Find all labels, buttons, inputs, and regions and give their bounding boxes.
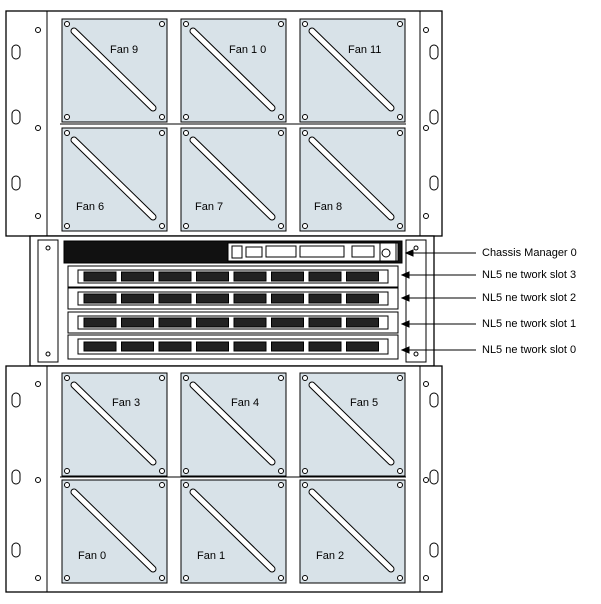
fan-lower-3: Fan 0 (61, 479, 168, 584)
network-port-connector (196, 317, 229, 328)
fan-grill-slot (308, 27, 395, 112)
network-slot-1-module (67, 311, 399, 334)
callout-network-slot-0: NL5 ne twork slot 0 (482, 344, 577, 356)
network-port-connector (196, 341, 229, 352)
fan-label: Fan 1 (197, 550, 225, 562)
network-port-connector (308, 271, 342, 282)
fan-label: Fan 4 (231, 397, 259, 409)
fan-lower-5: Fan 2 (299, 479, 406, 584)
network-port-connector (233, 271, 267, 282)
network-port-connector (121, 341, 154, 352)
network-port-connector (158, 341, 192, 352)
fan-grill-slot (308, 488, 395, 573)
fan-upper-1: Fan 1 0 (180, 18, 287, 123)
card-cage (29, 235, 435, 367)
network-port-connector (121, 293, 154, 304)
network-slot-3-module (67, 265, 399, 288)
fan-upper-0: Fan 9 (61, 18, 168, 123)
fan-grill-slot (189, 27, 276, 112)
fan-grill-slot (308, 136, 395, 221)
network-port-connector (158, 317, 192, 328)
fan-label: Fan 2 (316, 550, 344, 562)
network-port-connector (308, 341, 342, 352)
fan-lower-4: Fan 1 (180, 479, 287, 584)
network-port-connector (346, 317, 379, 328)
network-port-connector (308, 293, 342, 304)
network-port-connector (346, 271, 379, 282)
fan-label: Fan 8 (314, 201, 342, 213)
callout-network-slot-3: NL5 ne twork slot 3 (482, 269, 577, 281)
fan-grill-slot (70, 27, 157, 112)
network-port-connector (271, 341, 304, 352)
network-port-connector (83, 341, 117, 352)
fan-lower-0: Fan 3 (61, 372, 168, 477)
network-port-connector (271, 271, 304, 282)
network-port-connector (121, 317, 154, 328)
fan-label: Fan 1 0 (229, 44, 266, 56)
network-port-connector (346, 341, 379, 352)
callout-arrows (400, 249, 476, 354)
network-port-connector (271, 293, 304, 304)
network-port-connector (346, 293, 379, 304)
network-slot-2-module (67, 287, 399, 310)
network-port-connector (271, 317, 304, 328)
network-port-connector (158, 293, 192, 304)
fan-grill-slot (189, 381, 276, 466)
lower-fan-grid: Fan 3 Fan 4 Fan 5 Fan 0 Fan 1 Fan 2 (61, 372, 406, 584)
fan-grill-slot (70, 381, 157, 466)
callout-network-slot-1: NL5 ne twork slot 1 (482, 318, 577, 330)
fan-label: Fan 0 (78, 550, 106, 562)
network-port-connector (233, 293, 267, 304)
chassis-manager-module (63, 240, 403, 264)
network-port-connector (308, 317, 342, 328)
network-port-connector (158, 271, 192, 282)
network-port-connector (83, 317, 117, 328)
network-port-connector (83, 293, 117, 304)
fan-grill-slot (189, 136, 276, 221)
fan-upper-2: Fan 11 (299, 18, 406, 123)
fan-label: Fan 5 (350, 397, 378, 409)
fan-label: Fan 11 (348, 44, 381, 56)
fan-upper-4: Fan 7 (180, 127, 287, 232)
network-port-connector (233, 341, 267, 352)
callout-network-slot-2: NL5 ne twork slot 2 (482, 292, 577, 304)
network-port-connector (233, 317, 267, 328)
callout-chassis-manager-0: Chassis Manager 0 (482, 247, 577, 259)
fan-grill-slot (308, 381, 395, 466)
fan-label: Fan 9 (110, 44, 138, 56)
fan-label: Fan 6 (76, 201, 104, 213)
fan-label: Fan 3 (112, 397, 140, 409)
network-port-connector (196, 271, 229, 282)
network-port-connector (83, 271, 117, 282)
network-port-connector (196, 293, 229, 304)
network-port-connector (121, 271, 154, 282)
fan-label: Fan 7 (195, 201, 223, 213)
fan-grill-slot (70, 488, 157, 573)
fan-upper-5: Fan 8 (299, 127, 406, 232)
upper-fan-grid: Fan 9 Fan 1 0 Fan 11 Fan 6 Fan 7 Fan 8 (61, 18, 406, 232)
fan-lower-2: Fan 5 (299, 372, 406, 477)
fan-lower-1: Fan 4 (180, 372, 287, 477)
fan-grill-slot (70, 136, 157, 221)
fan-upper-3: Fan 6 (61, 127, 168, 232)
fan-grill-slot (189, 488, 276, 573)
